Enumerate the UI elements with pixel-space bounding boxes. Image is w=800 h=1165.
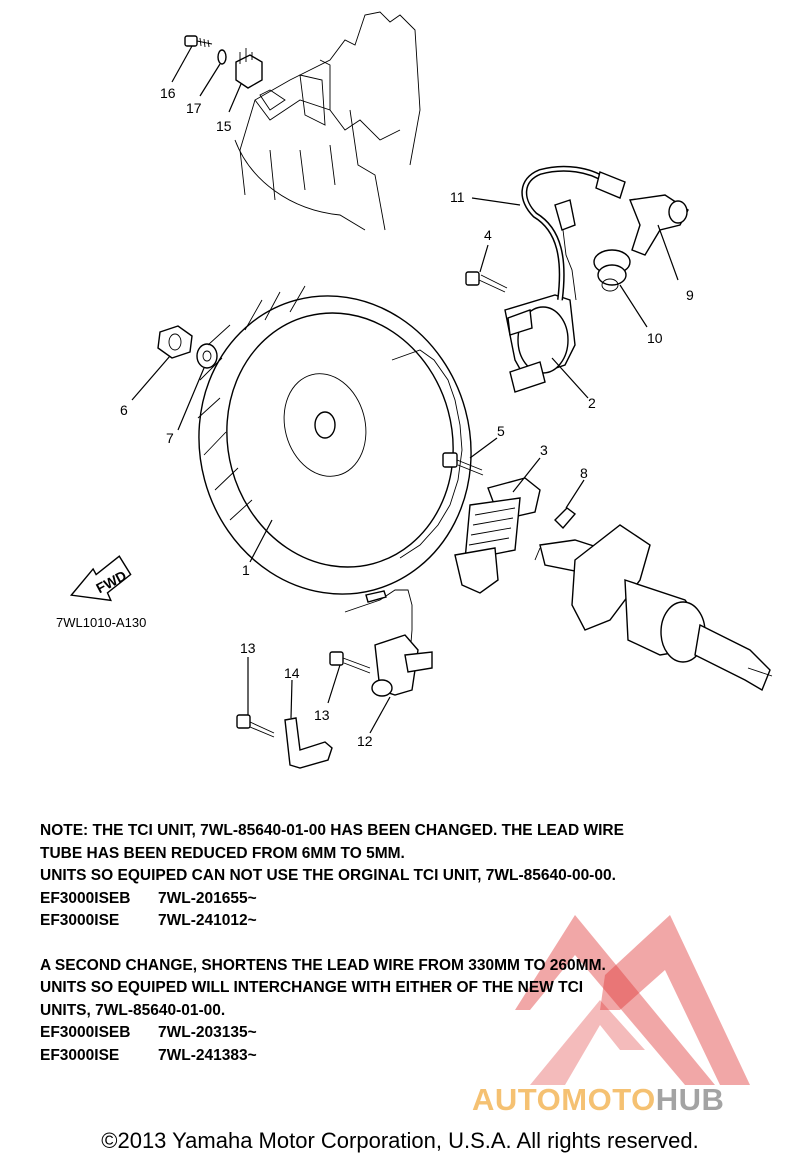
serial-number: 7WL-203135~	[158, 1024, 257, 1041]
bolt-13-b	[236, 714, 275, 738]
nut-6	[157, 325, 193, 359]
callout-14: 14	[284, 665, 300, 681]
note-line: UNITS, 7WL-85640-01-00.	[40, 1001, 226, 1019]
watermark-text-part2: HUB	[655, 1082, 725, 1117]
serial-row: EF3000ISEB 7WL-201655~	[40, 888, 780, 911]
serial-row: EF3000ISEB 7WL-203135~	[40, 1022, 780, 1045]
pulser-coil-12	[344, 589, 433, 697]
clamp-15	[235, 48, 263, 89]
model-code: EF3000ISE	[40, 912, 120, 929]
callout-12: 12	[357, 733, 373, 749]
bolt-16	[184, 35, 213, 48]
note-line: UNITS SO EQUIPED CAN NOT USE THE ORGINAL…	[40, 867, 616, 884]
callout-13-top: 13	[240, 640, 256, 656]
leader-lines	[131, 45, 679, 734]
callout-4: 4	[484, 227, 492, 243]
callout-10: 10	[647, 330, 663, 346]
model-code: EF3000ISE	[40, 1046, 120, 1064]
callout-17: 17	[186, 100, 202, 116]
serial-number: 7WL-241383~	[158, 1046, 257, 1064]
bolt-13-a	[329, 651, 371, 674]
serial-number: 7WL-201655~	[158, 889, 257, 907]
tci-unit-3	[454, 477, 541, 594]
bracket-14	[284, 717, 333, 769]
callout-8: 8	[580, 465, 588, 481]
note-line: TUBE HAS BEEN REDUCED FROM 6MM TO 5MM.	[40, 844, 405, 862]
fwd-arrow: FWD	[69, 555, 132, 602]
model-code: EF3000ISEB	[40, 1024, 131, 1041]
engine-casing-outline	[234, 11, 421, 231]
exploded-parts-diagram: FWD 7WL1010-A130	[56, 11, 773, 769]
watermark-text-part1: AUTOMOTO	[472, 1082, 656, 1117]
callout-5: 5	[497, 423, 505, 439]
note-line: A SECOND CHANGE, SHORTENS THE LEAD WIRE …	[40, 956, 606, 974]
callout-7: 7	[166, 430, 174, 446]
seal-10	[593, 249, 631, 292]
flywheel-1	[197, 285, 472, 595]
spark-plug-cap-9	[629, 194, 689, 256]
serial-number: 7WL-241012~	[158, 912, 257, 929]
notes-block: NOTE: THE TCI UNIT, 7WL-85640-01-00 HAS …	[40, 820, 780, 1067]
watermark-text: AUTOMOTOHUB	[472, 1082, 724, 1118]
note-line: NOTE: THE TCI UNIT, 7WL-85640-01-00 HAS …	[40, 822, 624, 839]
model-code: EF3000ISEB	[40, 889, 131, 907]
key-8	[554, 507, 577, 530]
callout-13-bottom: 13	[314, 707, 330, 723]
bolt-5	[442, 452, 484, 476]
callout-9: 9	[686, 287, 694, 303]
serial-row: EF3000ISE 7WL-241012~	[40, 910, 780, 933]
plug-lead-11	[521, 165, 626, 301]
note-line: UNITS SO EQUIPED WILL INTERCHANGE WITH E…	[40, 979, 584, 996]
copyright-notice: ©2013 Yamaha Motor Corporation, U.S.A. A…	[101, 1128, 699, 1153]
washer-17	[217, 49, 227, 65]
callout-15: 15	[216, 118, 232, 134]
serial-row: EF3000ISE 7WL-241383~	[40, 1045, 780, 1068]
bolt-4	[465, 271, 508, 293]
crankshaft	[534, 524, 773, 692]
callout-2: 2	[588, 395, 596, 411]
washer-7	[196, 343, 218, 369]
callout-1: 1	[242, 562, 250, 578]
callout-3: 3	[540, 442, 548, 458]
callout-16: 16	[160, 85, 176, 101]
ignition-coil-2	[504, 294, 576, 393]
callout-6: 6	[120, 402, 128, 418]
diagram-code: 7WL1010-A130	[56, 615, 146, 630]
callout-11: 11	[450, 189, 465, 205]
